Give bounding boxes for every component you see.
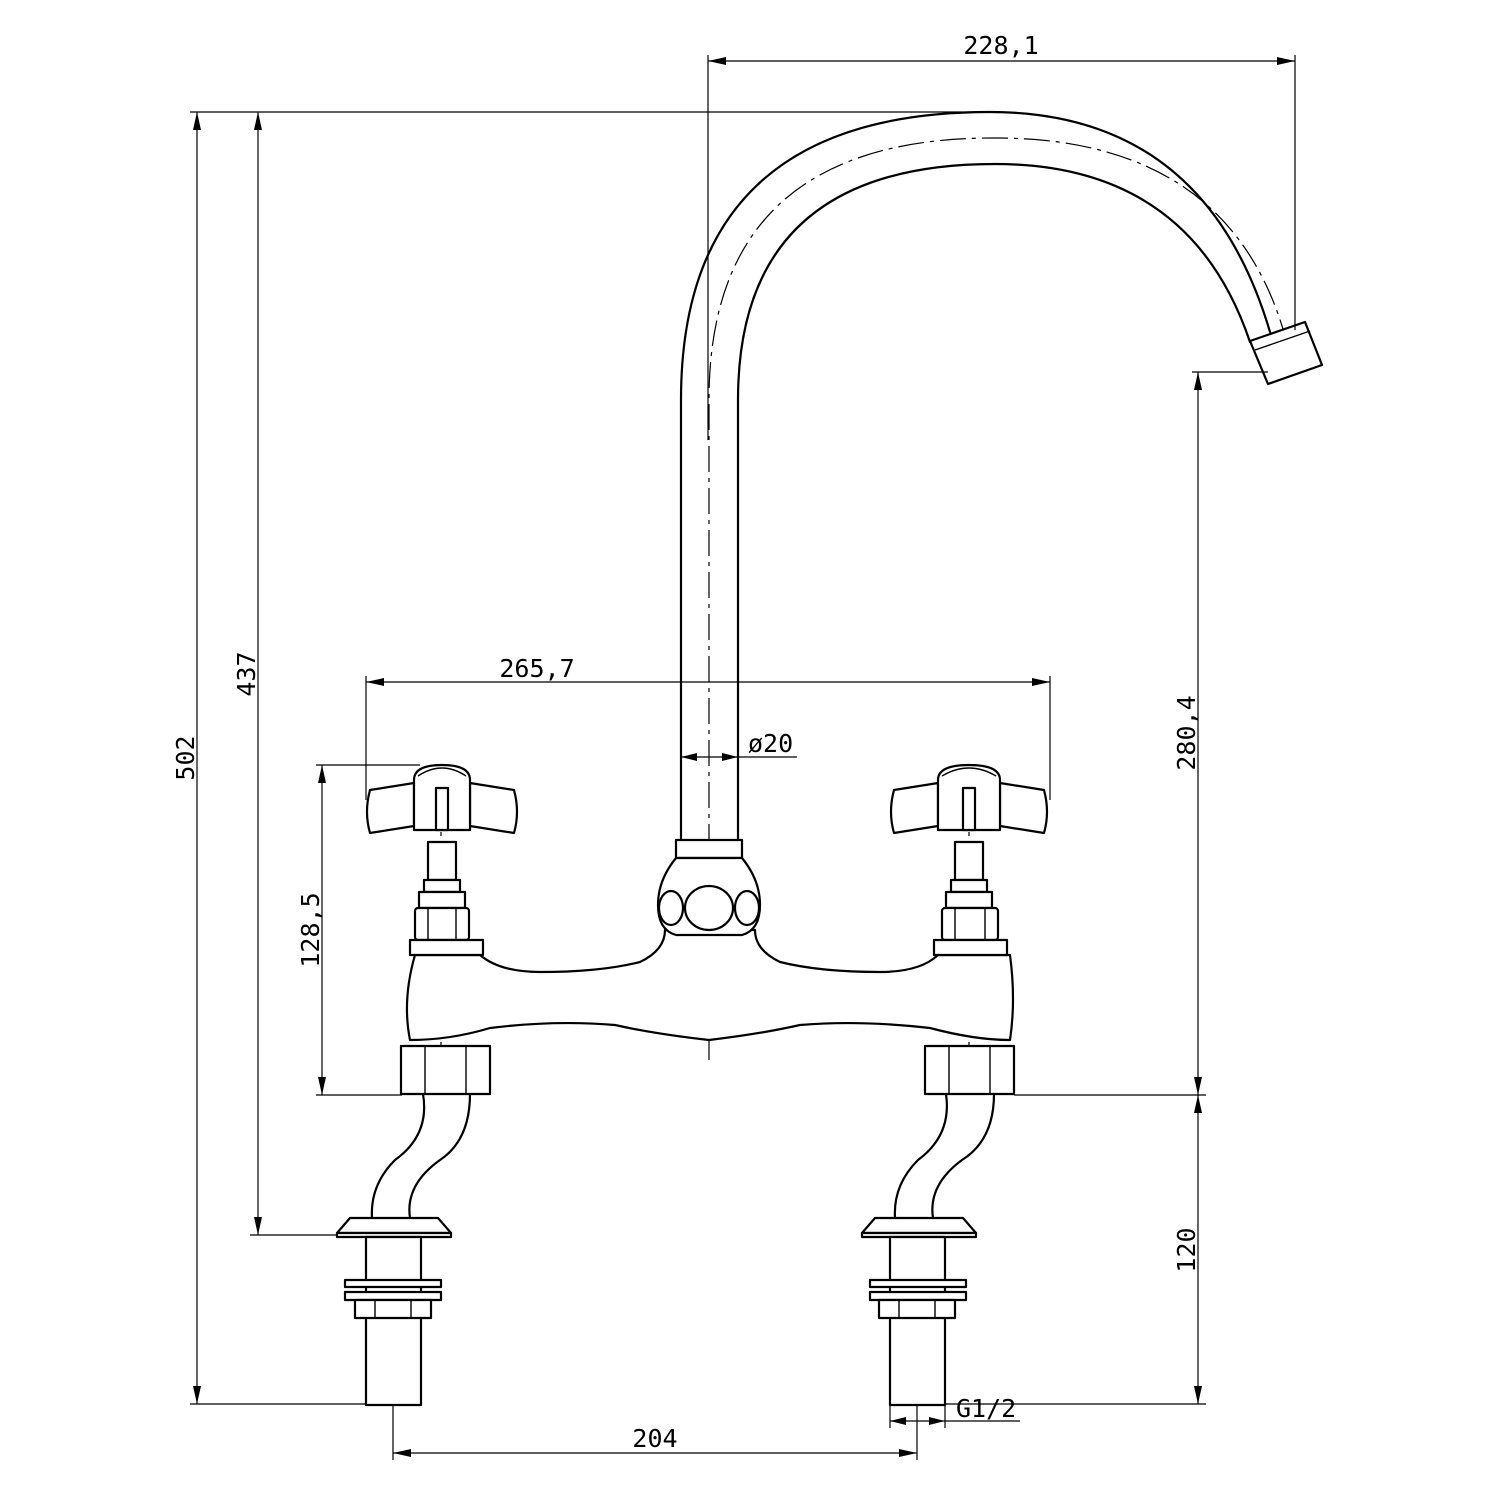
left-handle-arm-left <box>365 781 416 835</box>
right-handle-arm-right <box>998 781 1049 835</box>
dim-spout-diameter-label: ø20 <box>748 729 793 758</box>
dim-thread: G1/2 <box>889 1394 1020 1428</box>
dim-overall-height-label: 502 <box>171 735 200 780</box>
spout-aerator-nozzle <box>1248 320 1324 386</box>
left-tail-pipe <box>364 1235 423 1407</box>
right-tail-pipe <box>888 1235 947 1407</box>
center-lines <box>440 137 1291 1060</box>
right-flange <box>860 1216 978 1235</box>
right-handle-arm-left <box>889 781 940 835</box>
dim-outlet-height: 280,4 <box>1014 371 1268 1096</box>
spout-collar <box>674 838 744 860</box>
dim-overall-height: 502 <box>171 111 985 1405</box>
left-union-nut <box>399 1044 492 1096</box>
dim-thread-label: G1/2 <box>956 1394 1016 1423</box>
bridge-body <box>405 838 1015 1042</box>
left-handle-indicator <box>434 786 450 832</box>
dim-height-to-spout-label: 437 <box>232 651 261 696</box>
dim-handle-span: 265,7 <box>365 654 1051 800</box>
right-back-nut <box>877 1298 957 1320</box>
dim-handle-height-label: 128,5 <box>296 892 325 967</box>
dim-handle-span-label: 265,7 <box>499 654 574 683</box>
dim-spout-reach: 228,1 <box>707 31 1296 440</box>
dim-centres-label: 204 <box>632 1424 677 1453</box>
left-flange <box>335 1216 453 1235</box>
left-back-nut <box>353 1298 433 1320</box>
dim-centres: 204 <box>392 1404 918 1460</box>
dim-handle-height: 128,5 <box>296 764 420 1096</box>
right-valve <box>860 763 1049 1407</box>
dim-height-to-spout: 437 <box>232 112 338 1236</box>
dim-spout-reach-label: 228,1 <box>963 31 1038 60</box>
dim-tail-length: 120 <box>945 1095 1206 1405</box>
right-handle-indicator <box>961 786 977 832</box>
dim-spout-diameter: ø20 <box>681 729 797 761</box>
dim-outlet-height-label: 280,4 <box>1172 695 1201 770</box>
right-union-nut <box>923 1044 1016 1096</box>
left-handle-arm-right <box>468 781 519 835</box>
left-valve <box>335 763 519 1407</box>
dim-tail-length-label: 120 <box>1172 1227 1201 1272</box>
